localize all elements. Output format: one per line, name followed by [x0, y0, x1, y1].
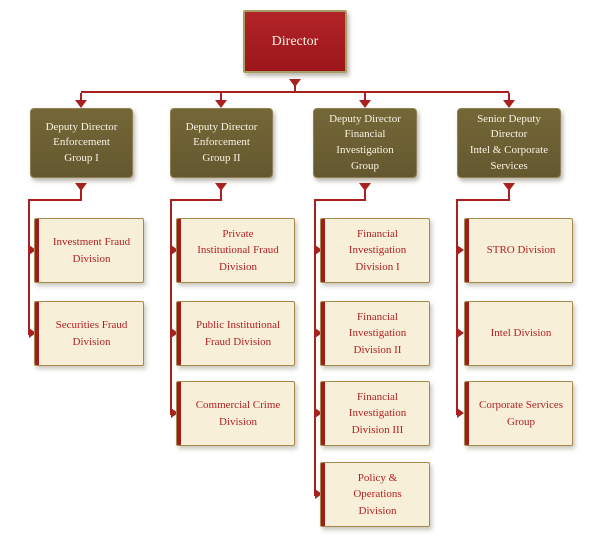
division-label: Investment Fraud Division [52, 236, 131, 265]
connector-col2-rail [170, 199, 172, 415]
division-label: Intel Division [490, 327, 552, 340]
org-node-senior-deputy-intel-corporate: Senior Deputy Director Intel & Corporate… [457, 108, 561, 178]
arrow-right-col2-division-3-icon [171, 408, 178, 418]
connector-col3-rail [314, 199, 316, 496]
division-label: STRO Division [486, 244, 556, 257]
division-label: Corporate Services Group [479, 399, 563, 428]
connector-col3-elbow [314, 199, 366, 201]
connector-col4-elbow [456, 199, 510, 201]
arrow-right-col3-division-2-icon [315, 328, 322, 338]
connector-col4-stem [508, 190, 510, 200]
connector-col1-elbow [28, 199, 82, 201]
arrow-down-from-deputy-2-icon [215, 183, 227, 191]
org-node-division-financial-investigation-2: Financial Investigation Division II [320, 301, 430, 366]
connector-drop-deputy-3 [364, 93, 366, 101]
org-node-deputy-enforcement-group-2: Deputy Director Enforcement Group II [170, 108, 273, 178]
division-label: Commercial Crime Division [195, 399, 281, 428]
org-node-division-commercial-crime: Commercial Crime Division [176, 381, 295, 446]
org-node-division-securities-fraud: Securities Fraud Division [34, 301, 144, 366]
arrow-right-col3-division-3-icon [315, 408, 322, 418]
org-node-deputy-1-label: Deputy Director Enforcement Group I [45, 120, 118, 164]
connector-col4-rail [456, 199, 458, 415]
arrow-right-col2-division-1-icon [171, 245, 178, 255]
connector-col1-stem [80, 190, 82, 200]
connector-top-hline [81, 91, 509, 93]
arrow-down-to-deputy-1-icon [75, 100, 87, 108]
org-node-deputy-financial-investigation: Deputy Director Financial Investigation … [313, 108, 417, 178]
connector-drop-deputy-2 [220, 93, 222, 101]
org-node-deputy-enforcement-group-1: Deputy Director Enforcement Group I [30, 108, 133, 178]
org-node-division-private-institutional-fraud: Private Institutional Fraud Division [176, 218, 295, 283]
org-node-division-intel: Intel Division [464, 301, 573, 366]
org-node-director-label: Director [271, 33, 319, 49]
division-label: Financial Investigation Division II [348, 310, 407, 356]
division-label: Securities Fraud Division [55, 319, 128, 348]
org-node-division-public-institutional-fraud: Public Institutional Fraud Division [176, 301, 295, 366]
arrow-down-from-deputy-1-icon [75, 183, 87, 191]
org-node-deputy-3-label: Deputy Director Financial Investigation … [329, 112, 401, 172]
arrow-right-col1-division-2-icon [29, 328, 36, 338]
connector-col2-elbow [170, 199, 222, 201]
org-node-division-corporate-services: Corporate Services Group [464, 381, 573, 446]
org-node-division-policy-operations: Policy & Operations Division [320, 462, 430, 527]
arrow-down-from-deputy-3-icon [359, 183, 371, 191]
connector-drop-deputy-1 [80, 93, 82, 101]
arrow-down-to-deputy-3-icon [359, 100, 371, 108]
division-label: Financial Investigation Division III [348, 390, 407, 436]
connector-col1-rail [28, 199, 30, 335]
division-label: Public Institutional Fraud Division [195, 319, 281, 348]
division-label: Financial Investigation Division I [348, 227, 407, 273]
arrow-right-col2-division-2-icon [171, 328, 178, 338]
connector-col3-stem [364, 190, 366, 200]
org-node-division-stro: STRO Division [464, 218, 573, 283]
division-label: Private Institutional Fraud Division [197, 227, 279, 273]
connector-col2-stem [220, 190, 222, 200]
arrow-right-col3-division-4-icon [315, 489, 322, 499]
org-node-division-financial-investigation-1: Financial Investigation Division I [320, 218, 430, 283]
connector-drop-deputy-4 [508, 93, 510, 101]
arrow-right-col4-division-3-icon [457, 408, 464, 418]
arrow-right-col4-division-1-icon [457, 245, 464, 255]
arrow-down-to-deputy-2-icon [215, 100, 227, 108]
org-node-deputy-2-label: Deputy Director Enforcement Group II [185, 120, 258, 164]
arrow-down-from-deputy-4-icon [503, 183, 515, 191]
org-node-deputy-4-label: Senior Deputy Director Intel & Corporate… [469, 112, 549, 172]
arrow-right-col3-division-1-icon [315, 245, 322, 255]
division-label: Policy & Operations Division [353, 471, 402, 517]
arrow-right-col4-division-2-icon [457, 328, 464, 338]
connector-director-stem [294, 85, 296, 92]
org-node-director: Director [243, 10, 347, 73]
arrow-right-col1-division-1-icon [29, 245, 36, 255]
arrow-down-from-director-icon [289, 79, 301, 87]
org-node-division-investment-fraud: Investment Fraud Division [34, 218, 144, 283]
arrow-down-to-deputy-4-icon [503, 100, 515, 108]
org-node-division-financial-investigation-3: Financial Investigation Division III [320, 381, 430, 446]
